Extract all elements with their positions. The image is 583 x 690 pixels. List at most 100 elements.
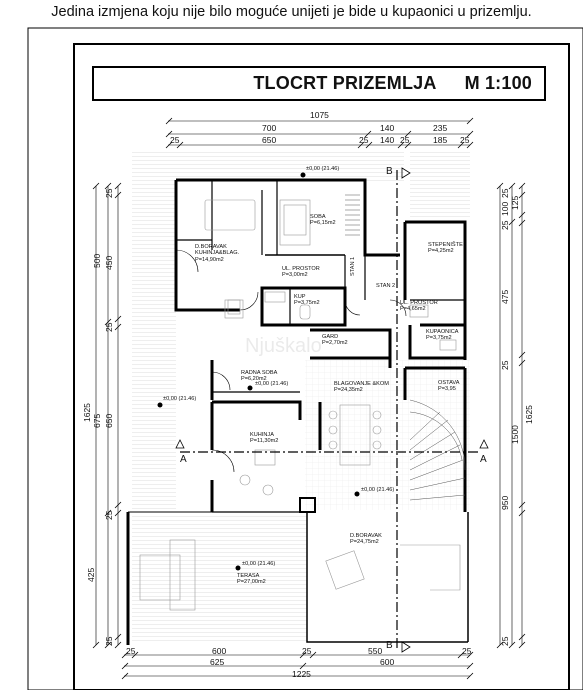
dim-bottom: 625 — [210, 657, 225, 667]
dim-right: 25 — [500, 360, 510, 370]
room-area: P=3,95 — [438, 386, 456, 393]
dim-bottom-total: 1225 — [292, 669, 311, 679]
room-area: P=11,30m2 — [250, 438, 279, 445]
hatch-area-left — [132, 182, 176, 512]
dim-top: 140 — [380, 123, 395, 133]
inner-border — [73, 43, 570, 690]
room-name: TERASA — [237, 573, 260, 579]
dim-right: 25 — [500, 220, 510, 230]
dim-top: 185 — [433, 135, 448, 145]
hatch-area-terrace — [132, 512, 307, 644]
section-b-bottom-marker — [401, 641, 411, 653]
room-area: P=6,20m2 — [241, 376, 267, 383]
dim-top: 700 — [262, 123, 277, 133]
room-name: BLAGOVANJE &KOM — [334, 381, 389, 387]
room-name: D.BORAVAK — [350, 533, 382, 539]
section-a-right-marker — [479, 439, 489, 449]
dim-top: 650 — [262, 135, 277, 145]
hatch-area-right — [410, 150, 470, 220]
section-mark-a-right: A — [480, 454, 487, 465]
room-name: OSTAVA — [438, 380, 460, 386]
dim-left: 650 — [104, 413, 114, 428]
walls — [126, 178, 469, 645]
door-swings — [175, 249, 407, 473]
dim-left: 450 — [104, 255, 114, 270]
stan2-label: STAN 2 — [376, 283, 396, 289]
dim-bottom: 25 — [462, 646, 472, 656]
dim-right: 1500 — [510, 425, 520, 444]
room-area: P=4,65m2 — [400, 306, 426, 313]
stan1-label: STAN 1 — [350, 256, 356, 276]
dim-top-total: 1075 — [310, 110, 329, 120]
dim-bottom: 600 — [380, 657, 395, 667]
room-name: KUPAONICA — [426, 329, 459, 335]
section-a-left-marker — [175, 439, 185, 449]
drawing-scale: M 1:100 — [464, 73, 532, 93]
room-name: D.BORAVAK KUHINJA&BLAG. — [195, 244, 240, 257]
room-area: P=3,00m2 — [282, 272, 308, 279]
room-label: D.BORAVAK KUHINJA&BLAG.P=14,90m2 — [195, 244, 239, 263]
dim-top: 235 — [433, 123, 448, 133]
dim-top: 25 — [359, 135, 369, 145]
title-block: TLOCRT PRIZEMLJA M 1:100 — [92, 66, 546, 101]
room-name: GARD — [322, 334, 339, 340]
dim-bottom: 25 — [126, 646, 136, 656]
room-name: KUP — [294, 294, 306, 300]
level-label: ±0,00 (21.46) — [361, 487, 395, 493]
level-label: ±0,00 (21.46) — [255, 381, 289, 387]
room-area: P=4,25m2 — [428, 248, 454, 255]
stair-lines — [345, 194, 466, 501]
dim-bottom: 25 — [302, 646, 312, 656]
dim-left: 425 — [86, 567, 96, 582]
room-name: SOBA — [310, 214, 326, 220]
level-markers — [157, 172, 360, 571]
room-area: P=3,75m2 — [426, 335, 452, 342]
level-label: ±0,00 (21.46) — [242, 561, 276, 567]
room-name: RADNA SOBA — [241, 370, 278, 376]
title-text: TLOCRT PRIZEMLJA M 1:100 — [253, 73, 532, 94]
dim-left: 500 — [92, 253, 102, 268]
dim-bottom: 550 — [368, 646, 383, 656]
dim-right: 25 — [500, 636, 510, 646]
dim-right: 125 — [510, 195, 520, 210]
dim-left: 25 — [104, 322, 114, 332]
dim-left: 25 — [104, 510, 114, 520]
room-name: UL. PROSTOR — [282, 266, 320, 272]
dim-left: 1625 — [82, 403, 92, 422]
level-label: ±0,00 (21.46) — [306, 166, 340, 172]
section-mark-b-bottom: B — [386, 640, 393, 651]
dim-top: 25 — [170, 135, 180, 145]
room-name: KUHINJA — [250, 432, 274, 438]
grid-floor — [305, 360, 470, 510]
dim-left: 25 — [104, 188, 114, 198]
section-b-top-marker — [401, 167, 411, 179]
dim-right: 950 — [500, 495, 510, 510]
room-area: P=14,90m2 — [195, 256, 224, 263]
dim-top: 25 — [400, 135, 410, 145]
hatch-area-top — [132, 150, 404, 182]
dim-right: 100 — [500, 201, 510, 216]
level-label: ±0,00 (21.46) — [163, 396, 197, 402]
watermark: Njuškalo — [245, 335, 322, 357]
caption: Jedina izmjena koju nije bilo moguće uni… — [51, 4, 532, 20]
dim-bottom: 600 — [212, 646, 227, 656]
dim-left: 25 — [104, 636, 114, 646]
dim-left: 675 — [92, 413, 102, 428]
section-mark-b-top: B — [386, 166, 393, 177]
dim-right: 1625 — [524, 405, 534, 424]
sheet-border — [27, 27, 583, 690]
drawing-title: TLOCRT PRIZEMLJA — [253, 73, 437, 93]
dim-top: 140 — [380, 135, 395, 145]
room-area: P=24,75m2 — [350, 539, 379, 546]
room-name: STEPENIŠTE — [428, 242, 463, 248]
